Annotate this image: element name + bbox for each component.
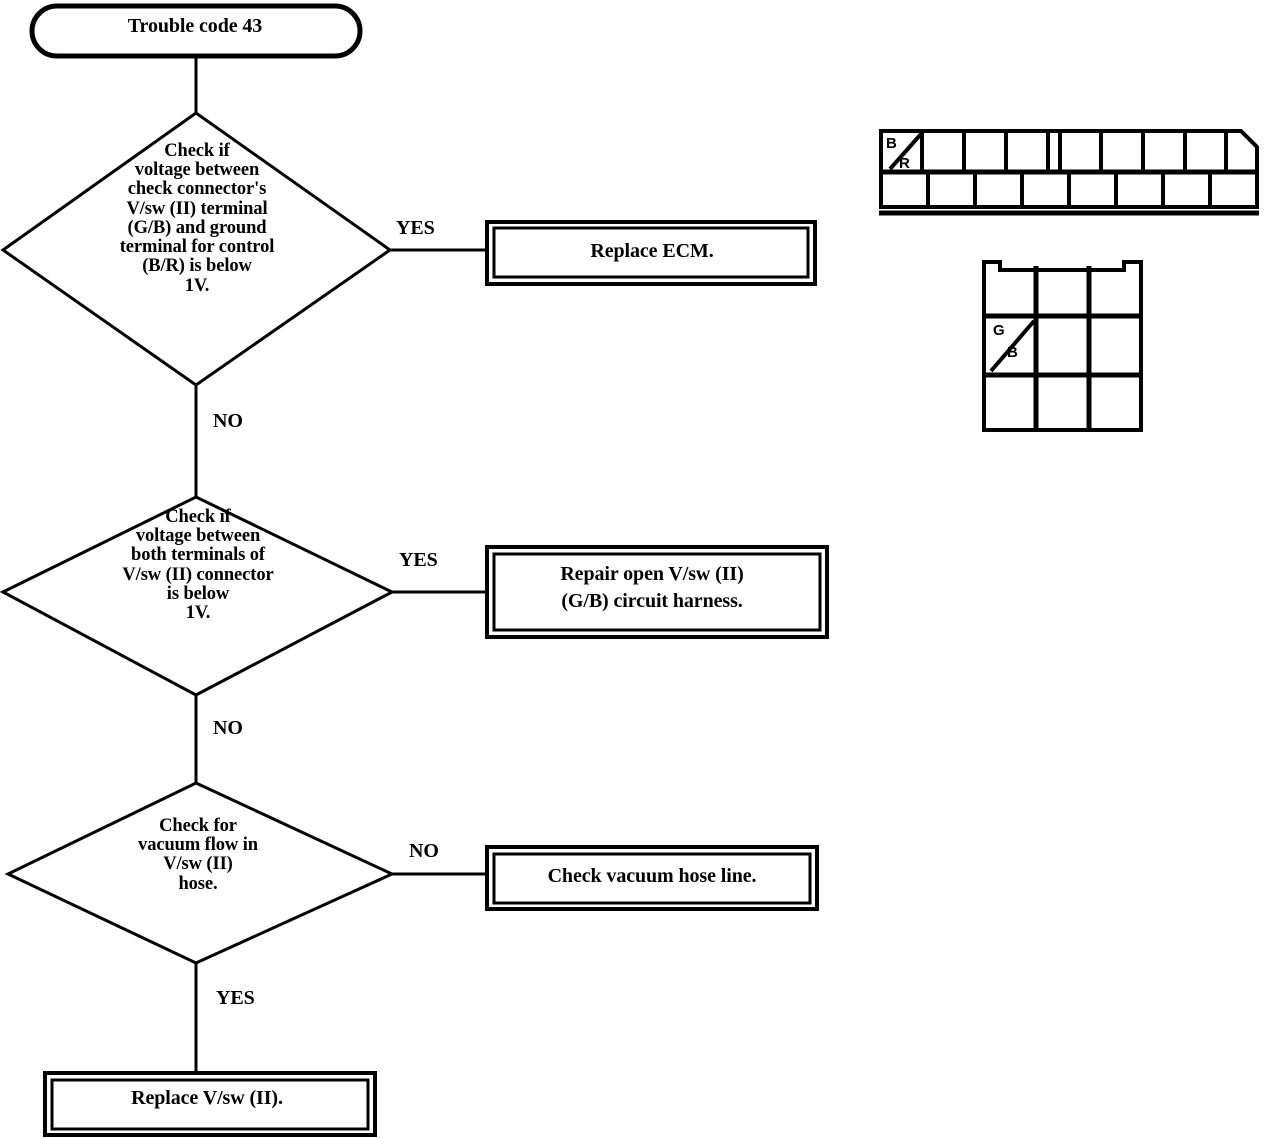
decision-1-label: Check if voltage between check connector…	[119, 141, 275, 296]
edge-label-yes-2: YES	[399, 549, 438, 571]
edge-label-yes-3: YES	[216, 987, 255, 1009]
start-terminator-label: Trouble code 43	[127, 15, 263, 37]
action-box-1-inner	[492, 226, 810, 279]
decision-diamond-3	[4, 781, 396, 965]
decision-diamond-1	[0, 111, 393, 387]
flow-edges	[194, 56, 487, 1073]
action-box-4-inner	[50, 1078, 370, 1131]
edge-label-yes-1: YES	[396, 217, 435, 239]
connector-vsw-bottom-shape	[982, 260, 1143, 432]
edge-label-no-1: NO	[213, 410, 243, 432]
connector-vsw-terminal-code-top: G	[993, 322, 1005, 339]
action-4-label: Replace V/sw (II).	[131, 1087, 283, 1109]
action-box-2-inner	[492, 552, 822, 632]
connector-vsw-terminal-code-bottom: B	[1007, 344, 1018, 361]
action-3-label: Check vacuum hose line.	[547, 865, 757, 887]
action-boxes	[43, 220, 829, 1137]
decision-2-label: Check if voltage between both terminals …	[122, 507, 274, 624]
connector-harness-terminal-code-top: B	[886, 135, 897, 152]
action-1-label: Replace ECM.	[590, 240, 714, 262]
connector-harness-terminal-code-bottom: R	[899, 155, 910, 172]
decision-diamond-2	[0, 495, 396, 697]
connector-harness-top-shape	[879, 129, 1259, 216]
decision-3-label: Check for vacuum flow in V/sw (II) hose.	[138, 816, 258, 894]
edge-label-no-3: NO	[409, 840, 439, 862]
action-box-3-inner	[492, 852, 812, 905]
edge-label-no-2: NO	[213, 717, 243, 739]
action-2-label: Repair open V/sw (II) (G/B) circuit harn…	[560, 563, 744, 612]
